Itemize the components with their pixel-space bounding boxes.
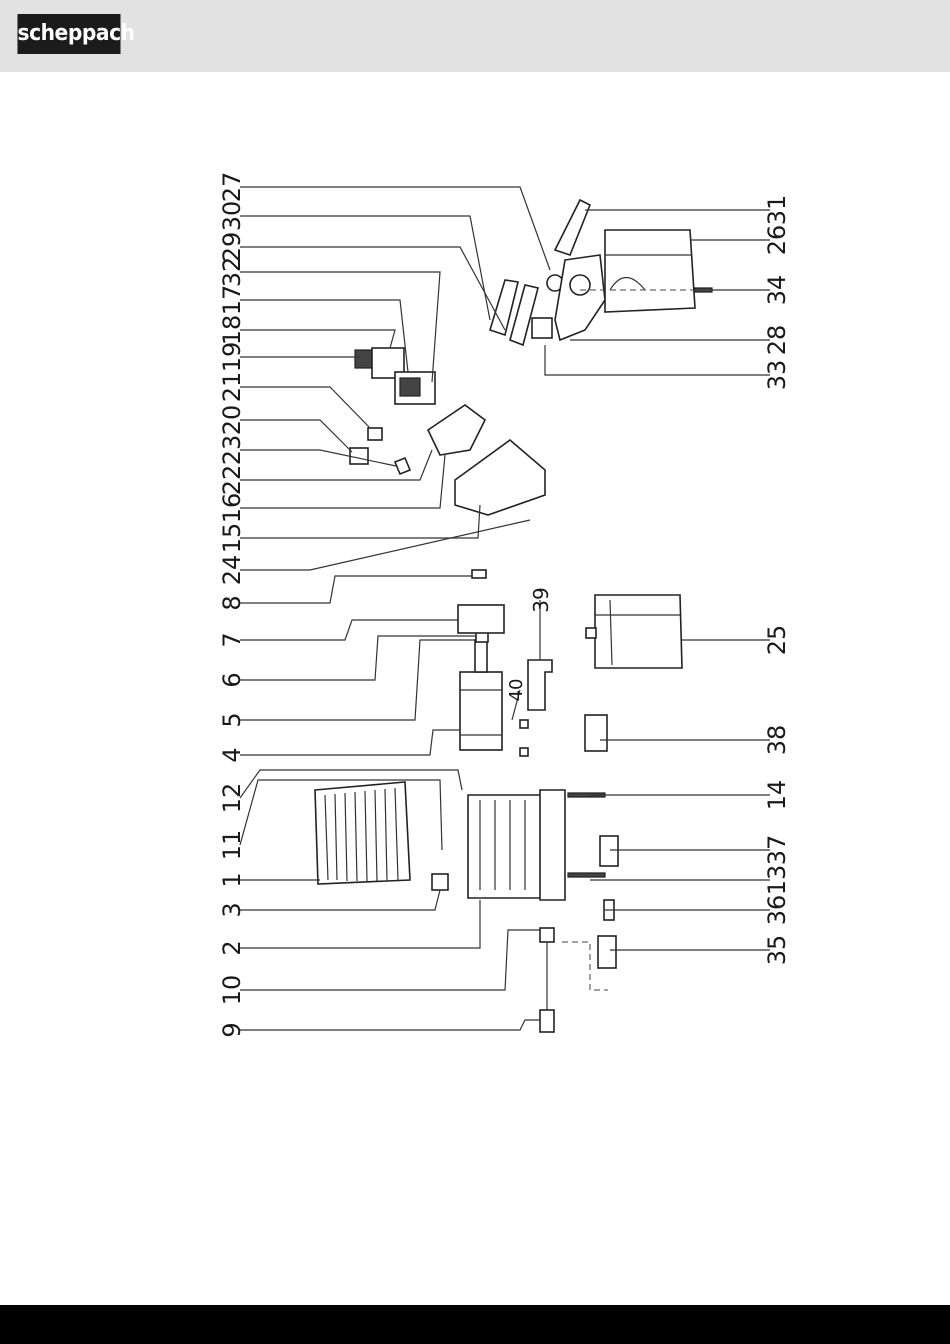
part-19-brush <box>355 350 373 368</box>
label-14: 14 <box>763 780 791 811</box>
label-10: 10 <box>218 975 246 1006</box>
part-26-housing <box>605 230 695 312</box>
label-21: 21 <box>218 372 246 403</box>
part-25-tray <box>586 595 682 668</box>
label-35: 35 <box>763 935 791 966</box>
label-7: 7 <box>218 632 246 647</box>
label-39: 39 <box>529 587 553 612</box>
label-15: 15 <box>218 523 246 554</box>
label-16: 16 <box>218 493 246 524</box>
part-labels-right: 25 38 37 36 35 14 13 31 26 34 28 33 <box>763 195 791 966</box>
label-1: 1 <box>218 872 246 887</box>
label-17: 17 <box>218 285 246 316</box>
part-15-chute <box>455 440 545 515</box>
label-13: 13 <box>763 865 791 896</box>
part-5-motor <box>460 640 502 750</box>
part-40-clip <box>520 720 528 728</box>
label-22: 22 <box>218 465 246 496</box>
part-31-flap <box>555 200 590 255</box>
label-23: 23 <box>218 435 246 466</box>
part-23-spring <box>395 458 410 474</box>
label-40: 40 <box>506 679 527 702</box>
label-8: 8 <box>218 595 246 610</box>
part-37-connector <box>600 836 618 866</box>
label-27: 27 <box>218 172 246 203</box>
label-18: 18 <box>218 315 246 346</box>
label-6: 6 <box>218 672 246 687</box>
part-16-grinder-head <box>428 405 485 455</box>
part-33-clamp <box>532 318 552 338</box>
part-35-socket <box>598 936 616 968</box>
part-1-housing <box>315 782 410 884</box>
label-20: 20 <box>218 405 246 436</box>
label-3: 3 <box>218 902 246 917</box>
label-33: 33 <box>763 360 791 391</box>
label-24: 24 <box>218 555 246 586</box>
part-34-screw <box>695 288 712 292</box>
label-34: 34 <box>763 275 791 306</box>
part-2-base-frame <box>468 790 565 900</box>
part-labels-left: 27 30 29 32 17 18 19 21 20 23 22 16 15 2… <box>218 172 246 1038</box>
part-38-switch <box>585 715 607 751</box>
label-37: 37 <box>763 835 791 866</box>
part-13-screw <box>568 873 605 877</box>
label-19: 19 <box>218 342 246 373</box>
label-36: 36 <box>763 895 791 926</box>
label-26: 26 <box>763 225 791 256</box>
part-3-knob <box>432 874 448 890</box>
label-5: 5 <box>218 712 246 727</box>
label-4: 4 <box>218 747 246 762</box>
label-25: 25 <box>763 625 791 656</box>
part-8-cap <box>472 570 486 578</box>
label-38: 38 <box>763 725 791 756</box>
label-11: 11 <box>218 830 246 861</box>
part-28-bracket <box>555 255 605 340</box>
part-7-block <box>458 605 504 633</box>
label-12: 12 <box>218 783 246 814</box>
label-31: 31 <box>763 195 791 226</box>
part-39-bracket <box>528 660 552 710</box>
label-2: 2 <box>218 940 246 955</box>
label-32: 32 <box>218 257 246 288</box>
part-20-plug <box>350 448 368 464</box>
part-21-nut <box>368 428 382 440</box>
label-28: 28 <box>763 325 791 356</box>
label-9: 9 <box>218 1022 246 1037</box>
label-30: 30 <box>218 201 246 232</box>
page-footer-bar <box>0 1305 950 1344</box>
